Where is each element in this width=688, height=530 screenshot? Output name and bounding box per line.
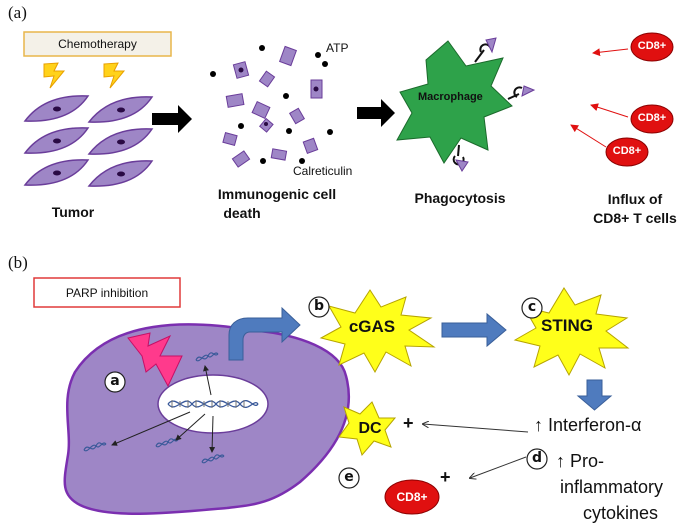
lightning-bolt-icon [43, 62, 66, 89]
marker-d-letter: d [531, 450, 543, 466]
marker-e [338, 467, 360, 489]
cd8-cell [384, 479, 440, 515]
lightning-bolt-icon [127, 332, 183, 388]
tumor-caption: Tumor [51, 204, 95, 220]
sting-label: STING [541, 316, 593, 335]
dna-helix [167, 399, 259, 409]
cd8-cell [605, 137, 649, 167]
lightning-bolt-icon [103, 62, 126, 89]
icd-caption-line2: death [223, 205, 261, 221]
cd8-label: CD8+ [637, 112, 667, 124]
proinflammatory-line2: inflammatory [560, 477, 664, 497]
flow-arrow [228, 306, 301, 361]
marker-c [521, 297, 543, 319]
marker-c-letter: c [527, 299, 537, 315]
parp-inhibition-label: PARP inhibition [65, 285, 149, 300]
macrophage-shape [396, 40, 513, 164]
plus-sign: + [440, 467, 451, 487]
proinflammatory-line1: ↑ Pro- [556, 451, 605, 471]
marker-b-letter: b [313, 298, 325, 314]
sting-burst [513, 287, 630, 377]
cd8-label: CD8+ [612, 145, 642, 157]
marker-b [308, 296, 330, 318]
panel-a-tag: (a) [8, 3, 27, 22]
atp-label: ATP [326, 41, 349, 55]
tumor-cells [23, 95, 154, 187]
plus-sign: + [403, 413, 414, 433]
atp-dots [210, 45, 333, 164]
proinflammatory-line3: cytokines [583, 503, 659, 523]
marker-e-letter: e [344, 469, 354, 485]
cell-fragments [222, 45, 323, 168]
panel-b-tag: (b) [8, 253, 28, 272]
cgas-burst [319, 289, 436, 374]
activation-arrow [470, 456, 527, 478]
influx-caption-line1: Influx of [607, 191, 663, 207]
cd8-label: CD8+ [637, 40, 667, 52]
process-arrow [357, 99, 395, 127]
parp-inhibition-box [33, 277, 181, 308]
chemotherapy-label: Chemotherapy [58, 37, 137, 51]
activation-arrow [423, 424, 529, 433]
dna-fragments [83, 352, 225, 464]
cd8-label: CD8+ [396, 490, 428, 504]
influx-caption-line2: CD8+ T cells [593, 210, 677, 226]
phagocytosis-caption: Phagocytosis [414, 190, 506, 206]
marker-a [104, 371, 126, 393]
dc-label: DC [358, 420, 382, 437]
interferon-label: ↑ Interferon-α [534, 415, 642, 435]
marker-d [526, 448, 548, 470]
macrophage-label: Macrophage [418, 91, 483, 103]
process-arrow [152, 105, 192, 133]
dc-cell [338, 401, 397, 457]
marker-a-letter: a [110, 373, 120, 389]
flow-arrow [576, 379, 613, 411]
icd-caption-line1: Immunogenic cell [217, 186, 337, 202]
cd8-cell [630, 104, 674, 134]
flow-arrow [441, 312, 507, 348]
chemotherapy-box [23, 31, 172, 57]
calreticulin-label: Calreticulin [293, 164, 353, 178]
cgas-label: cGAS [348, 317, 396, 336]
cd8-influx-arrows [570, 48, 629, 148]
cd8-cell [630, 32, 674, 62]
